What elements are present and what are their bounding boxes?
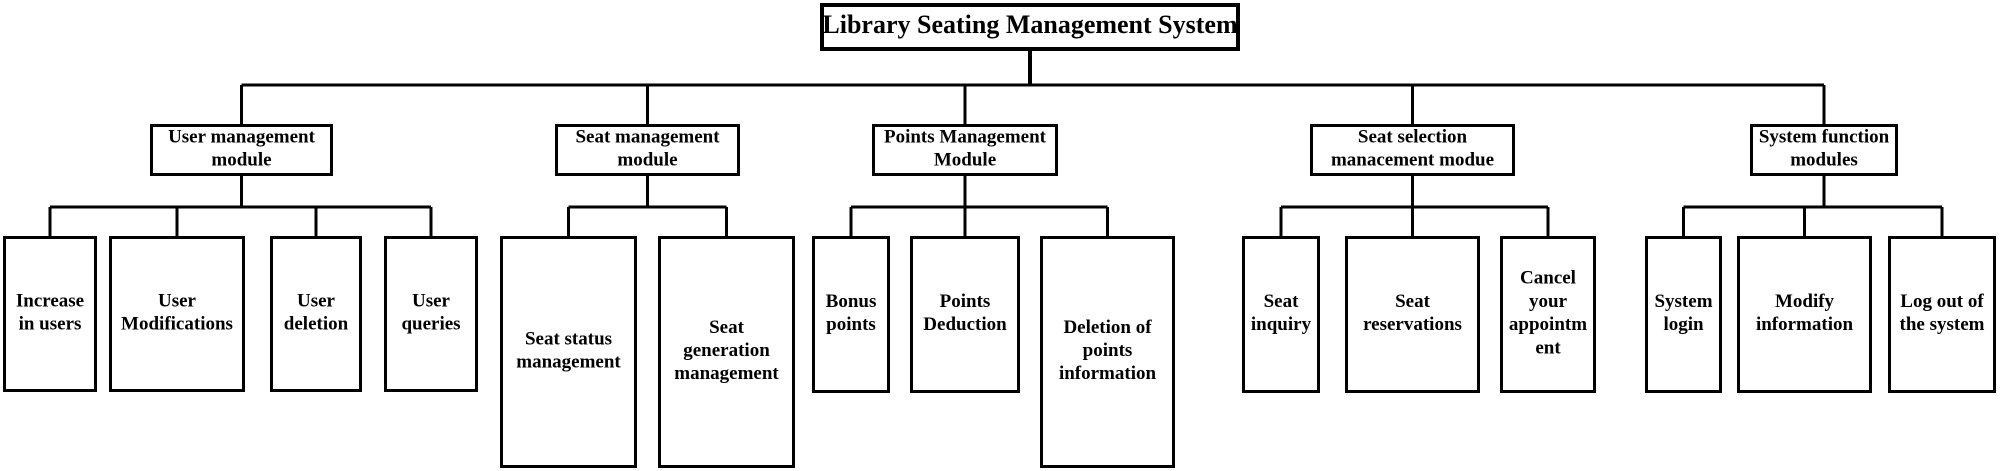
leaf-node-seat-generation-management-box [658, 236, 795, 468]
leaf-node-modify-information-box [1737, 236, 1872, 393]
root-node-root-label: Library Seating Management System [822, 10, 1238, 39]
leaf-node-seat-status-management-box [500, 236, 637, 468]
leaf-node-bonus-points-box [812, 236, 890, 393]
leaf-node-increase-in-users-box [3, 236, 97, 392]
connector-layer [48, 51, 1944, 236]
leaf-node-points-deduction-box [910, 236, 1020, 393]
module-node-seat-management-module-box [555, 124, 740, 176]
root-node-root-box [820, 3, 1240, 51]
leaf-node-cancel-your-appointment-box [1500, 236, 1596, 393]
root-node-root[interactable]: Library Seating Management System [820, 3, 1240, 51]
module-node-points-management-module-box [872, 124, 1058, 176]
leaf-node-seat-inquiry-box [1242, 236, 1320, 393]
leaf-node-log-out-of-the-system-box [1888, 236, 1996, 393]
leaf-node-user-modifications-box [109, 236, 245, 392]
leaf-node-deletion-of-points-information-box [1040, 236, 1175, 468]
leaf-node-user-deletion-box [270, 236, 362, 392]
module-node-seat-selection-manacement-modue-box [1310, 124, 1515, 176]
leaf-node-system-login-box [1645, 236, 1722, 393]
leaf-node-seat-reservations-box [1345, 236, 1480, 393]
module-node-system-function-modules-box [1750, 124, 1898, 176]
leaf-node-user-queries-box [384, 236, 478, 392]
module-node-user-management-module-box [150, 124, 333, 176]
